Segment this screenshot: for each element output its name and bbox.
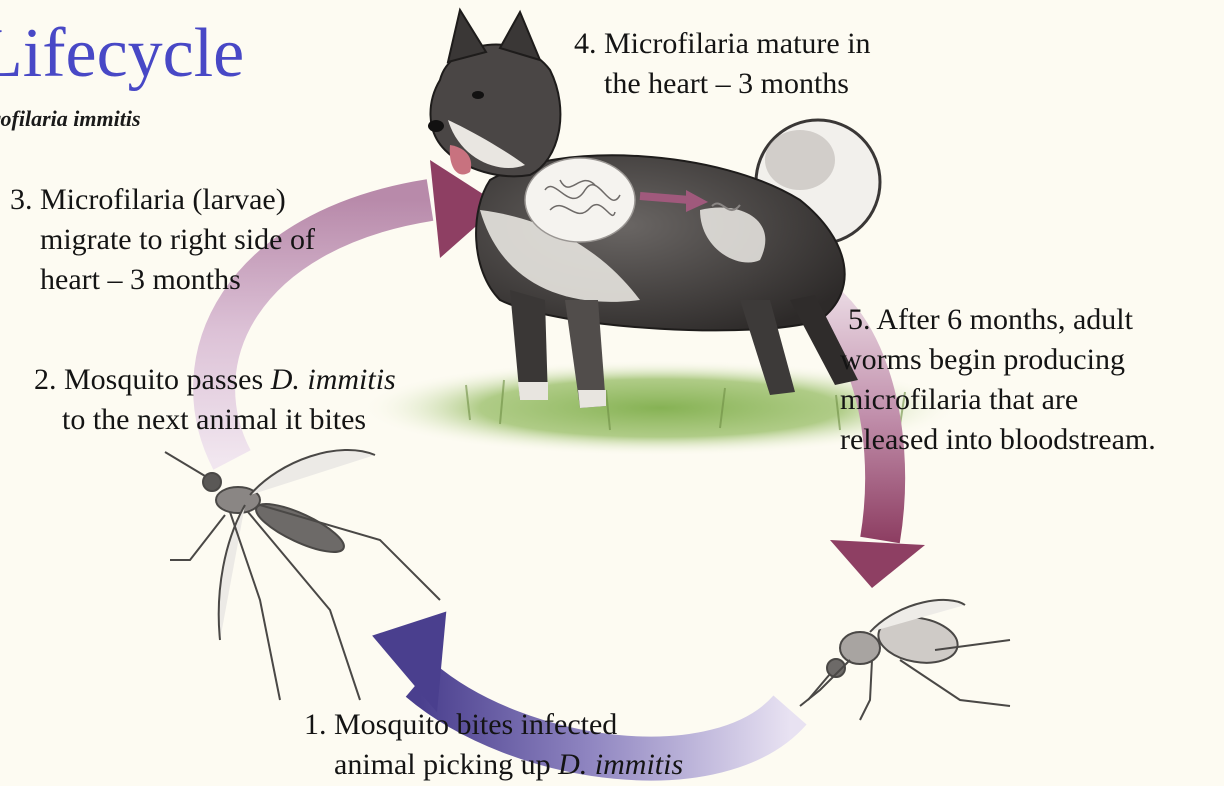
step-3-line-1: 3. Microfilaria (larvae): [10, 180, 315, 220]
step-5-line-3: microfilaria that are: [840, 380, 1156, 420]
species-subtitle: rofilaria immitis: [0, 106, 141, 132]
step-2-label: 2. Mosquito passes D. immitis to the nex…: [34, 360, 396, 440]
step-1-line-1: 1. Mosquito bites infected: [304, 705, 683, 745]
step-1-line-2: animal picking up D. immitis: [304, 745, 683, 785]
step-3-label: 3. Microfilaria (larvae) migrate to righ…: [10, 180, 315, 300]
step-4-line-1: 4. Microfilaria mature in: [574, 24, 871, 64]
step-3-line-2: migrate to right side of: [10, 220, 315, 260]
step-2-line-1: 2. Mosquito passes D. immitis: [34, 360, 396, 400]
step-4-line-2: the heart – 3 months: [574, 64, 871, 104]
step-5-line-4: released into bloodstream.: [840, 420, 1156, 460]
step-1-label: 1. Mosquito bites infected animal pickin…: [304, 705, 683, 785]
step-2-line-2: to the next animal it bites: [34, 400, 396, 440]
page-title: Lifecycle: [0, 14, 244, 94]
step-5-label: 5. After 6 months, adult worms begin pro…: [840, 300, 1156, 460]
step-3-line-3: heart – 3 months: [10, 260, 315, 300]
step-5-line-2: worms begin producing: [840, 340, 1156, 380]
arrow-head-step-5: [830, 540, 925, 588]
heart-worms: [525, 158, 635, 242]
step-4-label: 4. Microfilaria mature in the heart – 3 …: [574, 24, 871, 104]
mosquito-illustration: [800, 600, 1010, 720]
step-5-line-1: 5. After 6 months, adult: [840, 300, 1156, 340]
